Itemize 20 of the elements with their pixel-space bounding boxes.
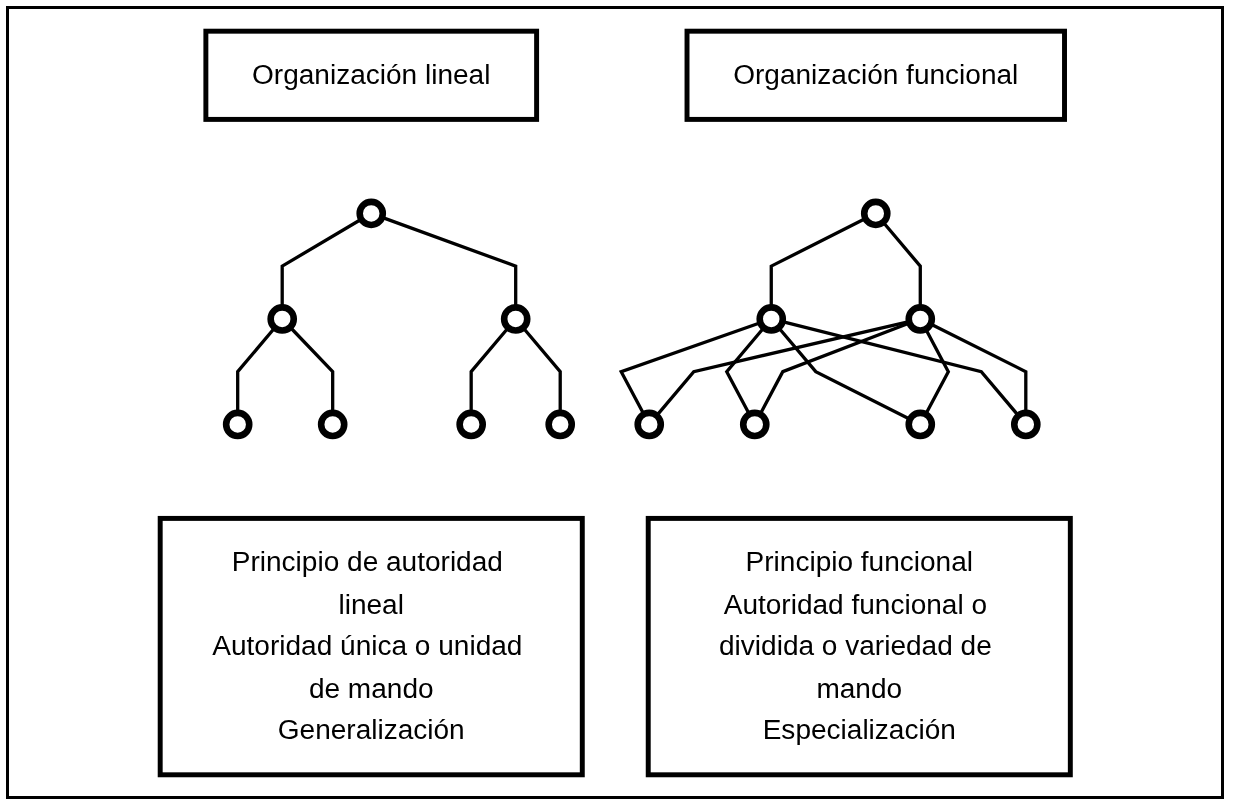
node-circle bbox=[905, 303, 935, 334]
node-circle bbox=[756, 303, 786, 334]
node-circle bbox=[500, 303, 531, 334]
node-box bbox=[203, 28, 539, 122]
node-circle bbox=[739, 409, 770, 439]
node-circle bbox=[545, 409, 575, 439]
node-box bbox=[157, 515, 585, 777]
node-circle bbox=[1010, 409, 1041, 439]
node-circle bbox=[905, 409, 935, 439]
node-box bbox=[684, 28, 1067, 122]
node-box bbox=[645, 515, 1073, 777]
connector bbox=[280, 217, 362, 307]
node-circle bbox=[860, 198, 891, 228]
node-circle bbox=[634, 409, 664, 439]
page-border: Organización lineal Principio de autoridad lineal Autoridad única o unidad de mando Generalización Organización funcional Principio funcional Autoridad funcional o dividida o variedad de mando Especialización bbox=[6, 6, 1224, 799]
node-circle bbox=[356, 198, 386, 228]
node-circle bbox=[317, 409, 348, 439]
node-circle bbox=[222, 409, 253, 439]
node-circle bbox=[267, 303, 297, 334]
node-circle bbox=[456, 409, 486, 439]
